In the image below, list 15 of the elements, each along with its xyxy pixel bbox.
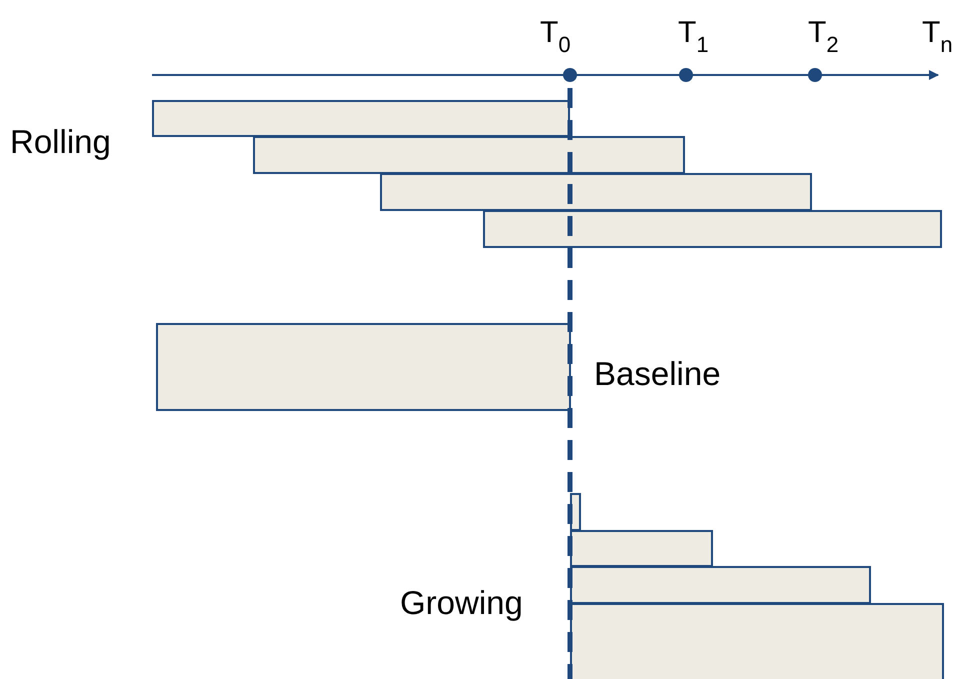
time-window-bar	[253, 136, 685, 174]
time-window-bar	[483, 210, 942, 248]
row-label: Rolling	[10, 125, 111, 158]
tick-label: T$_{2}$	[808, 18, 839, 56]
time-window-bar	[380, 173, 812, 211]
time-window-bar	[570, 603, 944, 679]
tick-label: T$_{1}$	[678, 18, 709, 56]
tick-label: T$_{n}$	[922, 18, 953, 56]
time-window-bar	[152, 100, 570, 137]
row-label: Growing	[400, 586, 523, 619]
time-window-bar	[570, 530, 713, 567]
time-window-bar	[570, 566, 871, 604]
tick-label: T$_{0}$	[540, 18, 571, 56]
row-label: Baseline	[594, 357, 721, 390]
time-window-bar	[156, 323, 571, 411]
